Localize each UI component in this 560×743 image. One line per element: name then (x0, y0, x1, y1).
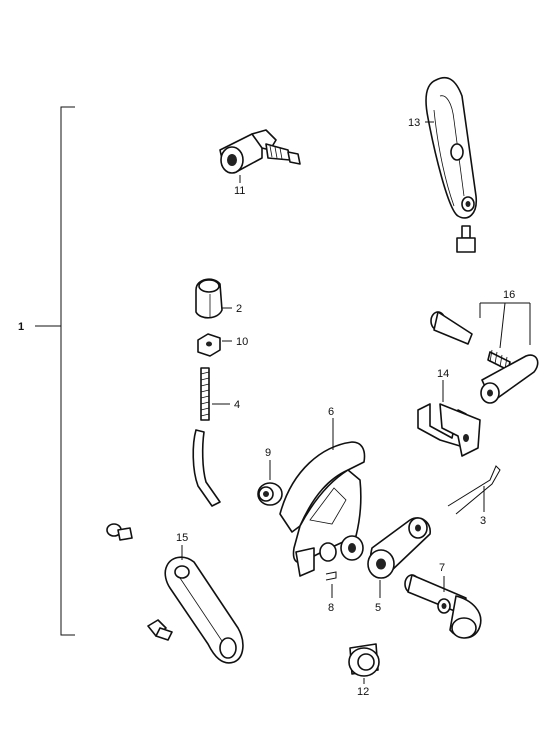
part-11-cable-joint: 11 (219, 129, 301, 197)
part-12-roller: 12 (348, 643, 380, 698)
callout-4: 4 (234, 399, 240, 411)
part-13-arm: 13 (408, 76, 478, 253)
callout-13: 13 (408, 117, 420, 129)
callout-2: 2 (236, 303, 242, 315)
part-7-link: 5 (367, 517, 431, 614)
callout-16: 16 (503, 289, 515, 301)
part-16-pin-spring: 16 (430, 289, 539, 404)
assembly-label: 1 (18, 321, 24, 333)
part-5-shaft: 7 (404, 562, 482, 639)
callout-7: 5 (375, 602, 381, 614)
part-4-rod: 4 (192, 367, 240, 507)
part-14-bracket: 14 (417, 368, 481, 457)
callout-14: 14 (437, 368, 449, 380)
part-8-pin: 8 (325, 571, 337, 614)
part-15-lever: 15 (147, 532, 244, 664)
callout-9: 9 (265, 447, 271, 459)
callout-5: 7 (439, 562, 445, 574)
callout-10: 10 (236, 336, 248, 348)
part-10-nut: 10 (197, 333, 248, 357)
part-clip-bolt (106, 523, 133, 541)
part-2-cap: 2 (195, 278, 242, 319)
callout-12: 12 (357, 686, 369, 698)
callout-6: 6 (328, 406, 334, 418)
callout-11: 11 (234, 185, 245, 197)
part-6-segment-plate: 6 (279, 406, 366, 577)
part-3-wire-clip: 3 (447, 465, 501, 527)
callout-15: 15 (176, 532, 188, 544)
callout-8: 8 (328, 602, 334, 614)
callout-3: 3 (480, 515, 486, 527)
part-9-bushing: 9 (257, 447, 283, 506)
assembly-bracket: 1 (18, 106, 75, 636)
